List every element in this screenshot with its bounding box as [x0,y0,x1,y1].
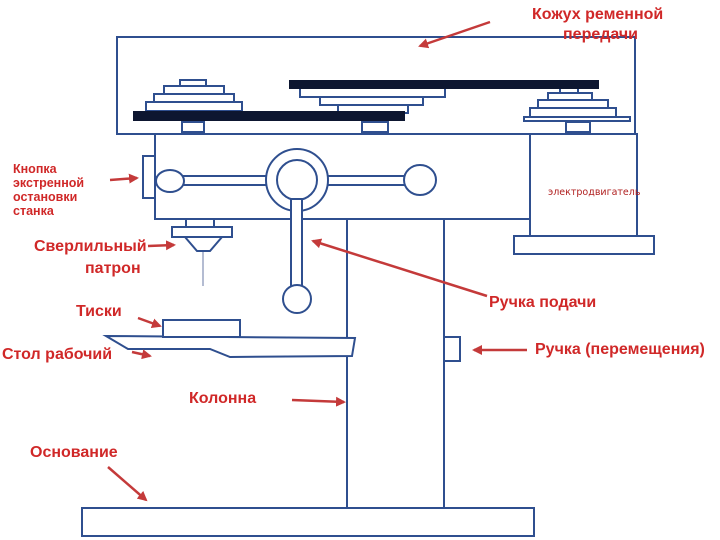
label-belt-cover-line2: передачи [563,26,639,43]
belt-upper [289,80,599,89]
label-emergency-stop-line3: остановки [13,190,78,204]
label-chuck-line2: патрон [85,260,141,277]
label-vise: Тиски [76,303,122,320]
label-column: Колонна [189,390,257,407]
arrow-feed-handle [311,238,488,298]
chuck-cone [182,236,225,252]
emergency-stop-button-shape [142,155,156,199]
feed-handle-knob-left [155,169,185,193]
base-plate [81,507,535,537]
label-motor: электродвигатель [548,187,641,198]
work-table-shape [102,334,357,359]
label-chuck-line1: Сверлильный [34,238,147,255]
motor-mount [513,235,655,255]
label-move-handle: Ручка (перемещения) [535,341,705,358]
arrow-base [107,466,148,502]
label-base: Основание [30,444,118,461]
feed-handle-hub-inner [276,159,318,201]
column-shape [346,218,445,509]
arrow-work-table [131,349,152,360]
belt-lower [133,111,405,121]
chuck-body [171,226,233,238]
arrow-belt-cover [418,20,491,49]
vise-shape [162,319,241,338]
label-feed-handle: Ручка подачи [489,294,597,311]
arrow-chuck [147,240,176,251]
label-emergency-stop-line4: станка [13,204,54,218]
label-belt-cover-line1: Кожух ременной [532,6,664,23]
move-handle-knob [443,336,461,362]
label-work-table: Стол рабочий [2,346,113,363]
label-emergency-stop-line2: экстренной [13,176,85,190]
feed-handle-knob-right [403,164,437,196]
motor-shape [529,133,638,237]
arrow-emergency-stop [109,173,139,184]
arrow-column [291,396,346,407]
feed-handle-knob-bottom [282,284,312,314]
label-emergency-stop-line1: Кнопка [13,162,57,176]
arrow-vise [137,316,162,328]
